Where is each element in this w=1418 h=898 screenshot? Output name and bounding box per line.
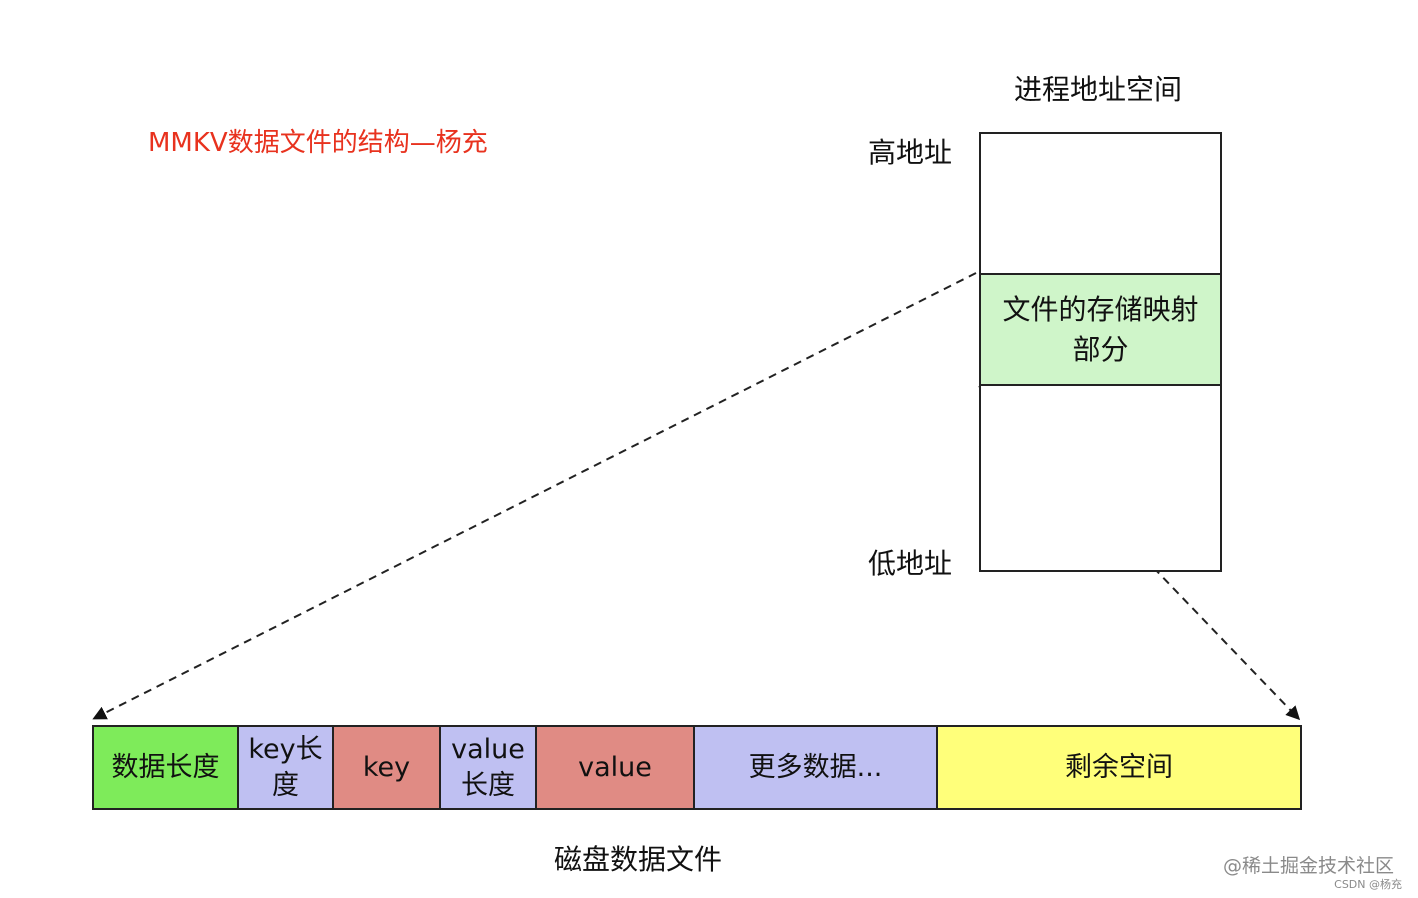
segment-label: key — [362, 751, 411, 783]
left-dashed-arrow — [92, 272, 977, 720]
segment-label: value — [578, 751, 652, 783]
segment-data-length: 数据长度 — [92, 725, 239, 810]
disk-file-label: 磁盘数据文件 — [554, 843, 723, 876]
segment-value-length: value长度 — [439, 725, 537, 810]
diagram-title: MMKV数据文件的结构—杨充 — [148, 128, 488, 158]
segment-key: key — [332, 725, 441, 810]
mapped-storage-region: 文件的存储映射部分 — [979, 273, 1222, 386]
segment-remaining-space: 剩余空间 — [936, 725, 1302, 810]
segment-label: key长度 — [248, 733, 323, 801]
segment-key-length: key长度 — [237, 725, 334, 810]
segment-label: 数据长度 — [111, 751, 220, 783]
mapped-storage-label: 文件的存储映射部分 — [1002, 292, 1199, 366]
watermark-csdn: CSDN @杨充 — [1334, 878, 1402, 891]
segment-label: value长度 — [451, 733, 525, 801]
high-address-label: 高地址 — [868, 136, 953, 169]
segment-label: 更多数据... — [748, 751, 883, 783]
process-space-label: 进程地址空间 — [1014, 73, 1183, 106]
segment-value: value — [535, 725, 695, 810]
low-address-label: 低地址 — [868, 547, 953, 580]
segment-more-data: 更多数据... — [693, 725, 938, 810]
segment-label: 剩余空间 — [1065, 751, 1173, 783]
watermark-juejin: @稀土掘金技术社区 — [1222, 855, 1394, 877]
